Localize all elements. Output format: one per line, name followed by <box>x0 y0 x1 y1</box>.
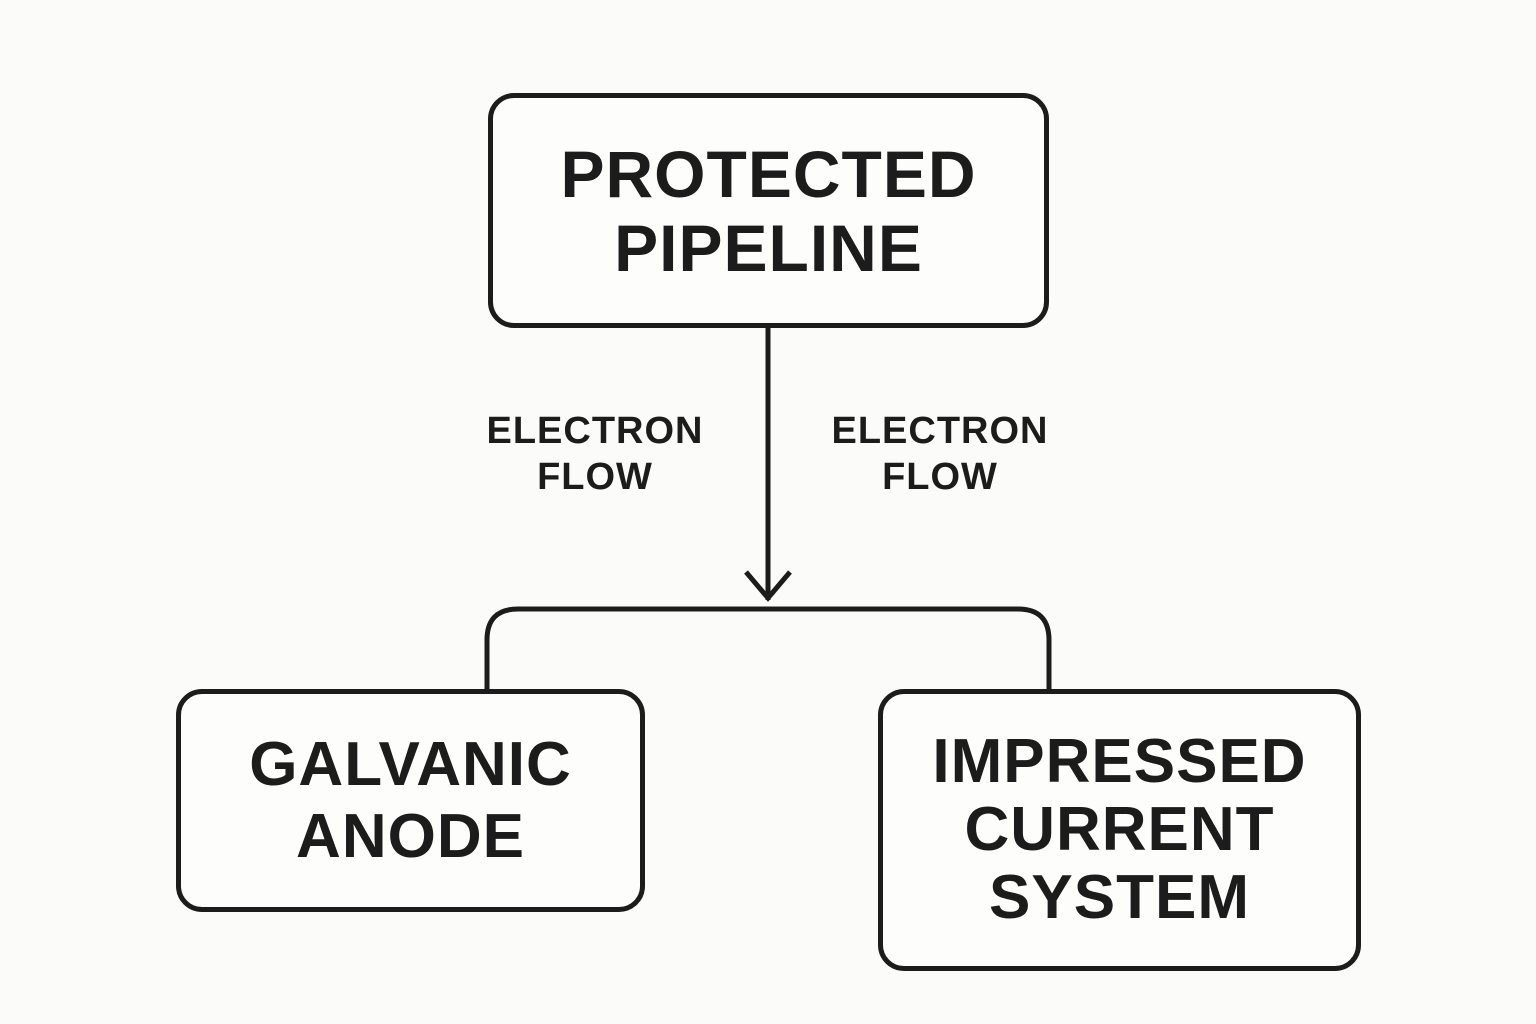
flow-label-line: FLOW <box>882 456 998 498</box>
node-label-line: ANODE <box>296 801 525 871</box>
arrow-head-icon <box>744 570 792 602</box>
node-impressed-current-system: IMPRESSED CURRENT SYSTEM <box>878 689 1361 971</box>
node-label-line: GALVANIC <box>249 729 572 799</box>
node-label-line: IMPRESSED <box>932 727 1307 796</box>
flow-label-line: ELECTRON <box>486 410 704 452</box>
electron-flow-label-right: ELECTRON FLOW <box>815 408 1065 500</box>
node-label-line: CURRENT <box>964 795 1275 864</box>
electron-flow-label-left: ELECTRON FLOW <box>470 408 720 500</box>
node-label-line: PIPELINE <box>614 210 923 285</box>
flow-label-line: ELECTRON <box>831 410 1049 452</box>
node-galvanic-anode: GALVANIC ANODE <box>176 689 645 912</box>
flow-label-line: FLOW <box>537 456 653 498</box>
node-label-line: PROTECTED <box>560 136 977 211</box>
node-label-line: SYSTEM <box>989 863 1250 932</box>
node-protected-pipeline: PROTECTED PIPELINE <box>488 93 1049 328</box>
branch-connector <box>484 606 1052 691</box>
